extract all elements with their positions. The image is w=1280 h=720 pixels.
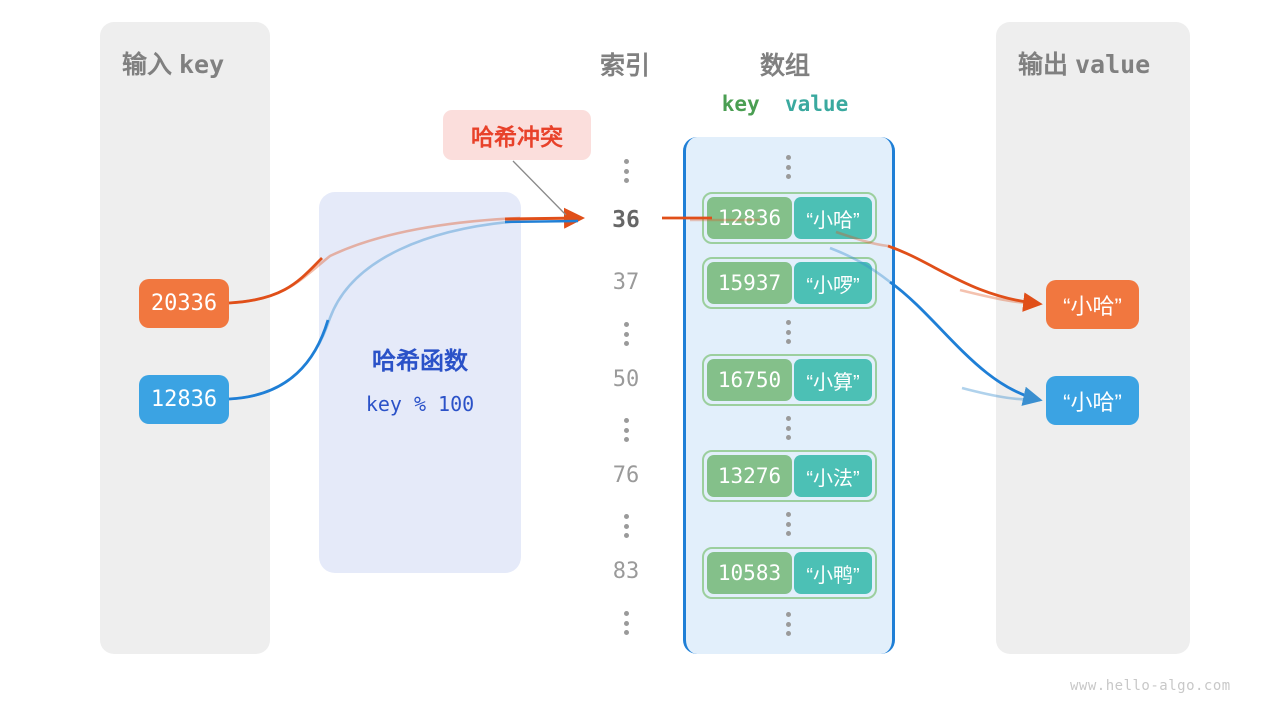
index-ellipsis bbox=[623, 322, 629, 346]
array-ellipsis bbox=[785, 416, 791, 440]
bucket-entry[interactable]: 15937“小啰” bbox=[702, 257, 877, 309]
bucket-entry[interactable]: 13276“小法” bbox=[702, 450, 877, 502]
bucket-entry[interactable]: 16750“小算” bbox=[702, 354, 877, 406]
bucket-value: “小哈” bbox=[794, 197, 872, 239]
index-ellipsis bbox=[623, 418, 629, 442]
array-ellipsis bbox=[785, 155, 791, 179]
output-title-cn: 输出 bbox=[1018, 51, 1069, 79]
array-ellipsis bbox=[785, 512, 791, 536]
bucket-key: 10583 bbox=[707, 552, 792, 594]
output-panel-title: 输出 value bbox=[1018, 45, 1150, 81]
index-ellipsis bbox=[623, 514, 629, 538]
input-key-chip-2[interactable]: 12836 bbox=[139, 375, 229, 424]
array-ellipsis bbox=[785, 612, 791, 636]
value-header-label: value bbox=[785, 92, 849, 116]
index-label-37: 37 bbox=[612, 270, 640, 295]
hash-collision-badge: 哈希冲突 bbox=[443, 110, 591, 160]
index-column-header: 索引 bbox=[599, 52, 650, 80]
hash-function-formula: key % 100 bbox=[365, 392, 475, 416]
index-label-83: 83 bbox=[612, 559, 640, 584]
key-value-header: key value bbox=[690, 92, 880, 116]
input-panel bbox=[100, 22, 270, 654]
index-ellipsis bbox=[623, 159, 629, 183]
bucket-value: “小啰” bbox=[794, 262, 872, 304]
bucket-entry[interactable]: 12836“小哈” bbox=[702, 192, 877, 244]
input-key-chip-1[interactable]: 20336 bbox=[139, 279, 229, 328]
bucket-key: 13276 bbox=[707, 455, 792, 497]
output-panel bbox=[996, 22, 1190, 654]
input-title-cn: 输入 bbox=[122, 51, 173, 79]
bucket-value: “小鸭” bbox=[794, 552, 872, 594]
bucket-entry[interactable]: 10583“小鸭” bbox=[702, 547, 877, 599]
index-label-36: 36 bbox=[612, 207, 640, 233]
input-panel-title: 输入 key bbox=[122, 45, 224, 81]
output-value-chip-2[interactable]: “小哈” bbox=[1046, 376, 1139, 425]
bucket-key: 16750 bbox=[707, 359, 792, 401]
input-title-mono: key bbox=[178, 50, 225, 79]
index-label-76: 76 bbox=[612, 463, 640, 488]
bucket-value: “小算” bbox=[794, 359, 872, 401]
output-value-chip-1[interactable]: “小哈” bbox=[1046, 280, 1139, 329]
array-column-header: 数组 bbox=[759, 52, 810, 80]
array-ellipsis bbox=[785, 320, 791, 344]
bucket-key: 15937 bbox=[707, 262, 792, 304]
hash-function-title: 哈希函数 bbox=[372, 348, 468, 375]
bucket-value: “小法” bbox=[794, 455, 872, 497]
key-header-label: key bbox=[721, 92, 760, 116]
index-label-50: 50 bbox=[612, 367, 640, 392]
output-title-mono: value bbox=[1074, 50, 1151, 79]
watermark: www.hello-algo.com bbox=[1070, 678, 1231, 694]
bucket-key: 12836 bbox=[707, 197, 792, 239]
hash-function-box bbox=[319, 192, 521, 573]
index-ellipsis bbox=[623, 611, 629, 635]
